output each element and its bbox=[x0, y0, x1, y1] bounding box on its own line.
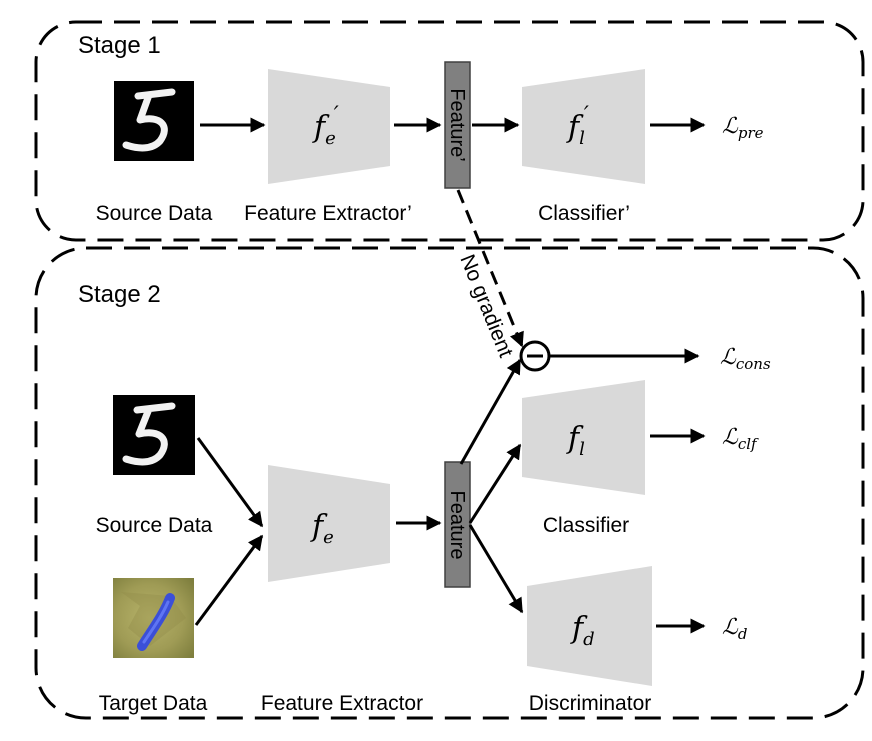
stage2-target-image bbox=[113, 578, 194, 658]
stage1-feature-box bbox=[444, 61, 471, 189]
stage2-loss-clf: ℒclf bbox=[722, 425, 759, 453]
stage2-source-image bbox=[113, 395, 195, 475]
stage1-loss-pre: ℒpre bbox=[722, 114, 764, 142]
stage1-source-image bbox=[114, 81, 194, 161]
arrow-s2-source-to-extractor bbox=[196, 437, 264, 528]
stage1-title: Stage 1 bbox=[78, 32, 161, 59]
stage2-source-label: Source Data bbox=[96, 514, 213, 537]
stage2-discriminator-block bbox=[527, 566, 652, 686]
stage2-loss-cons: ℒcons bbox=[720, 345, 771, 373]
no-gradient-label: No gradient bbox=[455, 251, 517, 360]
stage2-classifier-block bbox=[522, 380, 645, 495]
arrow-feature-to-discriminator bbox=[468, 524, 524, 614]
stage2-extractor-label: Feature Extractor bbox=[261, 692, 423, 715]
stage1-feature-label: Feature’ bbox=[446, 88, 468, 161]
stage1-classifier-block bbox=[522, 69, 645, 184]
stage2-classifier-label: Classifier bbox=[543, 514, 629, 537]
stage2-frame bbox=[34, 246, 865, 720]
stage1-extractor-block bbox=[268, 69, 390, 184]
stage2-extractor-block bbox=[268, 465, 390, 582]
stage2-title: Stage 2 bbox=[78, 281, 161, 308]
stage1-frame bbox=[34, 20, 865, 242]
stage2-target-label: Target Data bbox=[99, 692, 208, 715]
stage1-classifier-label: Classifier’ bbox=[538, 202, 630, 225]
stage2-feature-box bbox=[444, 461, 471, 588]
stage2-discriminator-label: Discriminator bbox=[529, 692, 652, 715]
stage1-source-label: Source Data bbox=[96, 202, 213, 225]
arrow-feature-to-subtract bbox=[459, 358, 522, 465]
stage2-loss-d: ℒd bbox=[722, 615, 747, 643]
arrow-feature-to-classifier bbox=[468, 443, 522, 524]
stage2-feature-label: Feature bbox=[446, 491, 468, 560]
arrow-s2-target-to-extractor bbox=[194, 534, 264, 626]
no-gradient-dashed-arrow bbox=[456, 189, 524, 348]
stage1-extractor-label: Feature Extractor’ bbox=[244, 202, 412, 225]
